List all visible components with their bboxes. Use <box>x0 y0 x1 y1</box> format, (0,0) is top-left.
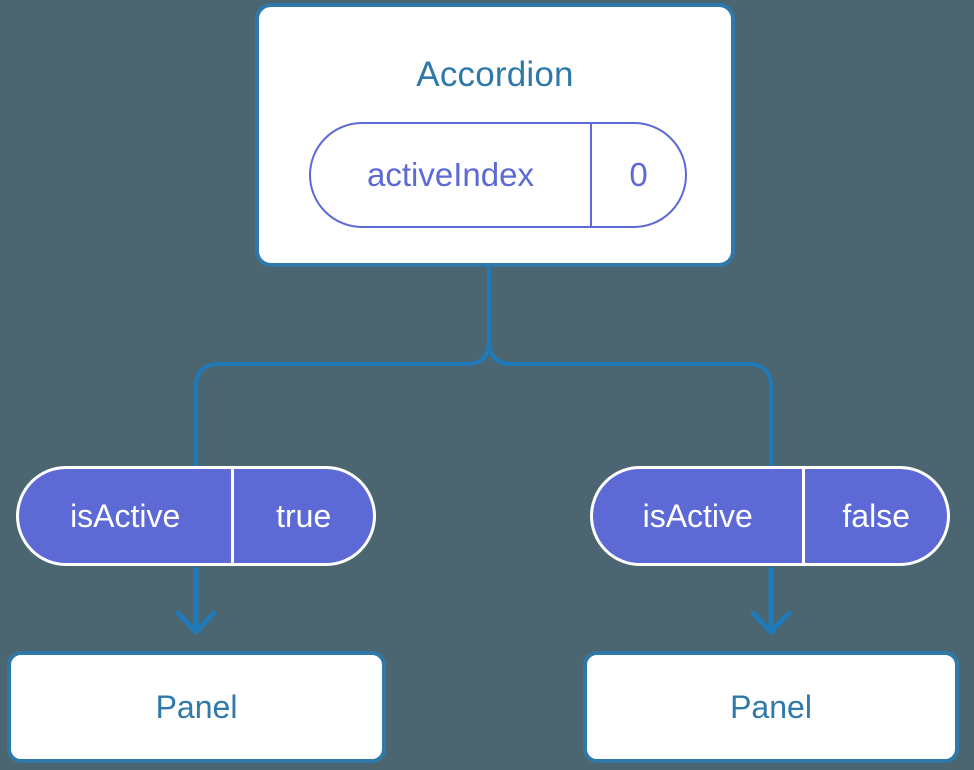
panel-title-right: Panel <box>730 688 812 725</box>
prop-value-right: false <box>802 469 947 563</box>
panel-component-card-left[interactable]: Panel <box>7 651 386 763</box>
connector-root-to-right <box>487 265 773 468</box>
panel-component-card-right[interactable]: Panel <box>583 651 959 763</box>
accordion-title: Accordion <box>416 55 574 94</box>
arrow-head-right-icon <box>750 610 792 635</box>
prop-pill-is-active-true[interactable]: isActive true <box>16 466 376 566</box>
prop-key-right: isActive <box>642 497 753 534</box>
accordion-state-key: activeIndex <box>367 156 534 193</box>
accordion-component-card[interactable]: Accordion activeIndex 0 <box>255 3 735 267</box>
connector-root-to-left <box>194 265 491 468</box>
accordion-state-pill[interactable]: activeIndex 0 <box>309 122 687 228</box>
prop-pill-is-active-false[interactable]: isActive false <box>590 466 950 566</box>
prop-key-left: isActive <box>70 497 181 534</box>
accordion-state-value: 0 <box>590 124 685 226</box>
arrow-head-left-icon <box>175 610 217 635</box>
panel-title-left: Panel <box>155 688 238 725</box>
prop-value-left: true <box>231 469 373 563</box>
